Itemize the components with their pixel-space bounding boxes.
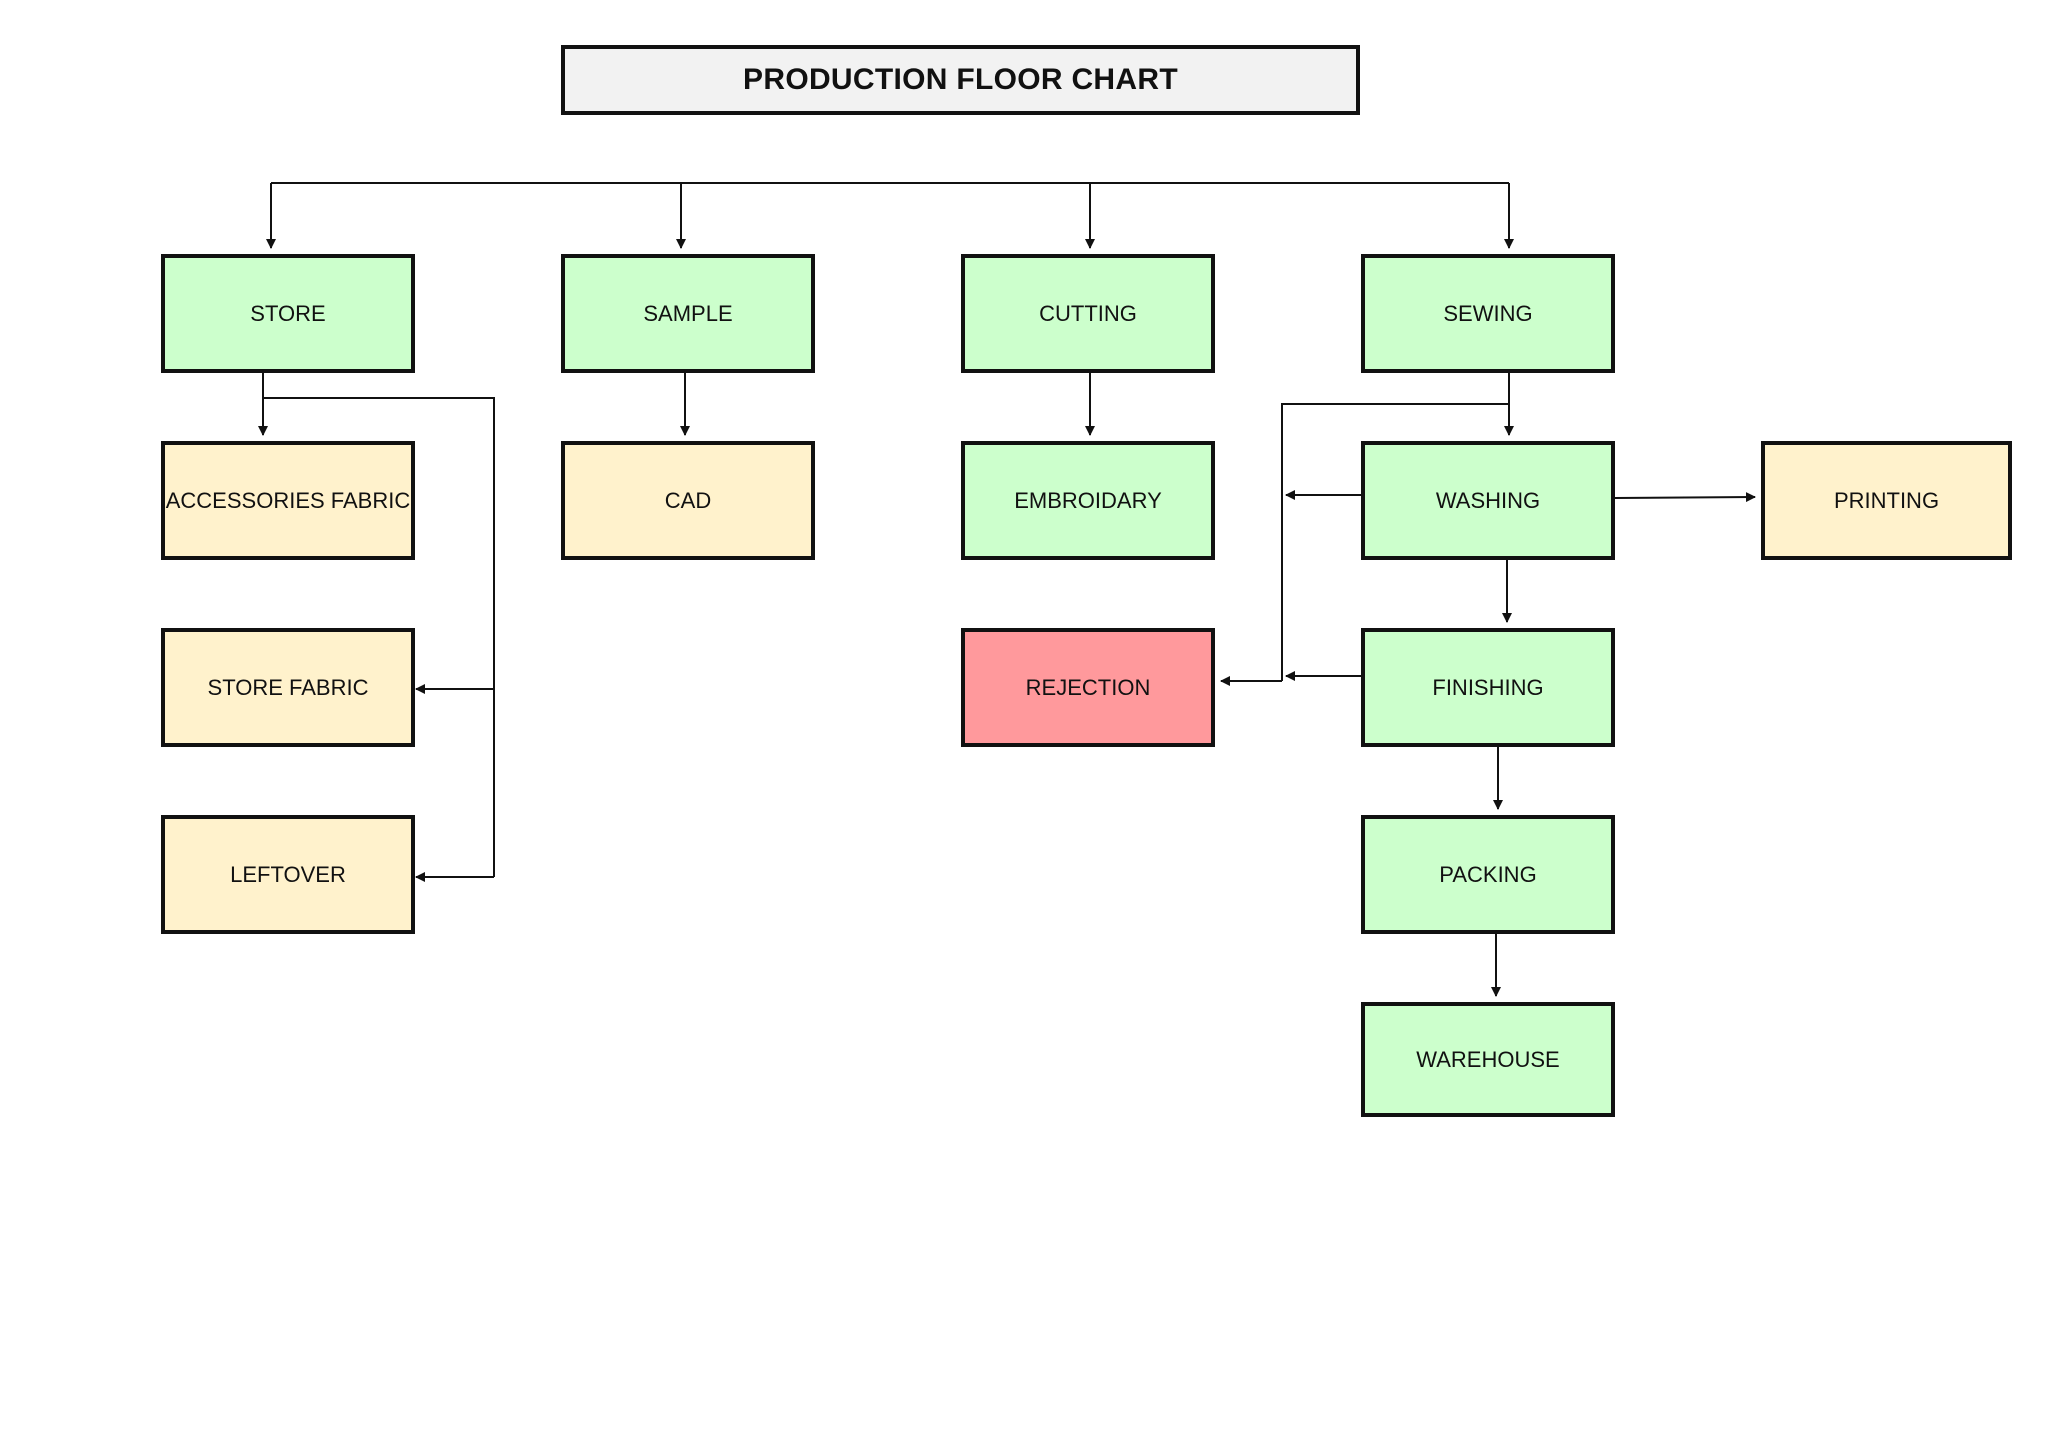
node-leftover-label: LEFTOVER bbox=[230, 861, 346, 887]
node-cutting-label: CUTTING bbox=[1039, 300, 1137, 326]
node-embroidary-label: EMBROIDARY bbox=[1014, 487, 1162, 513]
node-packing: PACKING bbox=[1361, 815, 1615, 934]
node-rejection-label: REJECTION bbox=[1025, 674, 1151, 700]
node-washing: WASHING bbox=[1361, 441, 1615, 560]
node-finishing-label: FINISHING bbox=[1432, 674, 1544, 700]
node-sewing: SEWING bbox=[1361, 254, 1615, 373]
node-cad: CAD bbox=[561, 441, 815, 560]
edge-store-bus bbox=[263, 397, 495, 877]
node-cad-label: CAD bbox=[664, 487, 712, 513]
edge-washing-printing bbox=[1614, 492, 1756, 503]
node-sample-label: SAMPLE bbox=[643, 300, 733, 326]
node-embroidary: EMBROIDARY bbox=[961, 441, 1215, 560]
node-leftover: LEFTOVER bbox=[161, 815, 415, 934]
node-sample: SAMPLE bbox=[561, 254, 815, 373]
node-store-label: STORE bbox=[250, 300, 326, 326]
node-accessories-fabric: ACCESSORIES FABRIC bbox=[161, 441, 415, 560]
chart-title: PRODUCTION FLOOR CHART bbox=[561, 45, 1360, 115]
node-finishing: FINISHING bbox=[1361, 628, 1615, 747]
node-warehouse: WAREHOUSE bbox=[1361, 1002, 1615, 1117]
node-printing-label: PRINTING bbox=[1833, 487, 1940, 513]
node-rejection: REJECTION bbox=[961, 628, 1215, 747]
node-washing-label: WASHING bbox=[1435, 487, 1541, 513]
node-cutting: CUTTING bbox=[961, 254, 1215, 373]
node-printing: PRINTING bbox=[1761, 441, 2012, 560]
node-store: STORE bbox=[161, 254, 415, 373]
node-store-fabric-label: STORE FABRIC bbox=[207, 674, 369, 700]
node-warehouse-label: WAREHOUSE bbox=[1416, 1046, 1560, 1072]
node-packing-label: PACKING bbox=[1439, 861, 1537, 887]
node-store-fabric: STORE FABRIC bbox=[161, 628, 415, 747]
node-accessories-fabric-label: ACCESSORIES FABRIC bbox=[165, 487, 411, 513]
node-sewing-label: SEWING bbox=[1443, 300, 1533, 326]
edge-sewing-rejection-bus bbox=[1281, 403, 1509, 681]
